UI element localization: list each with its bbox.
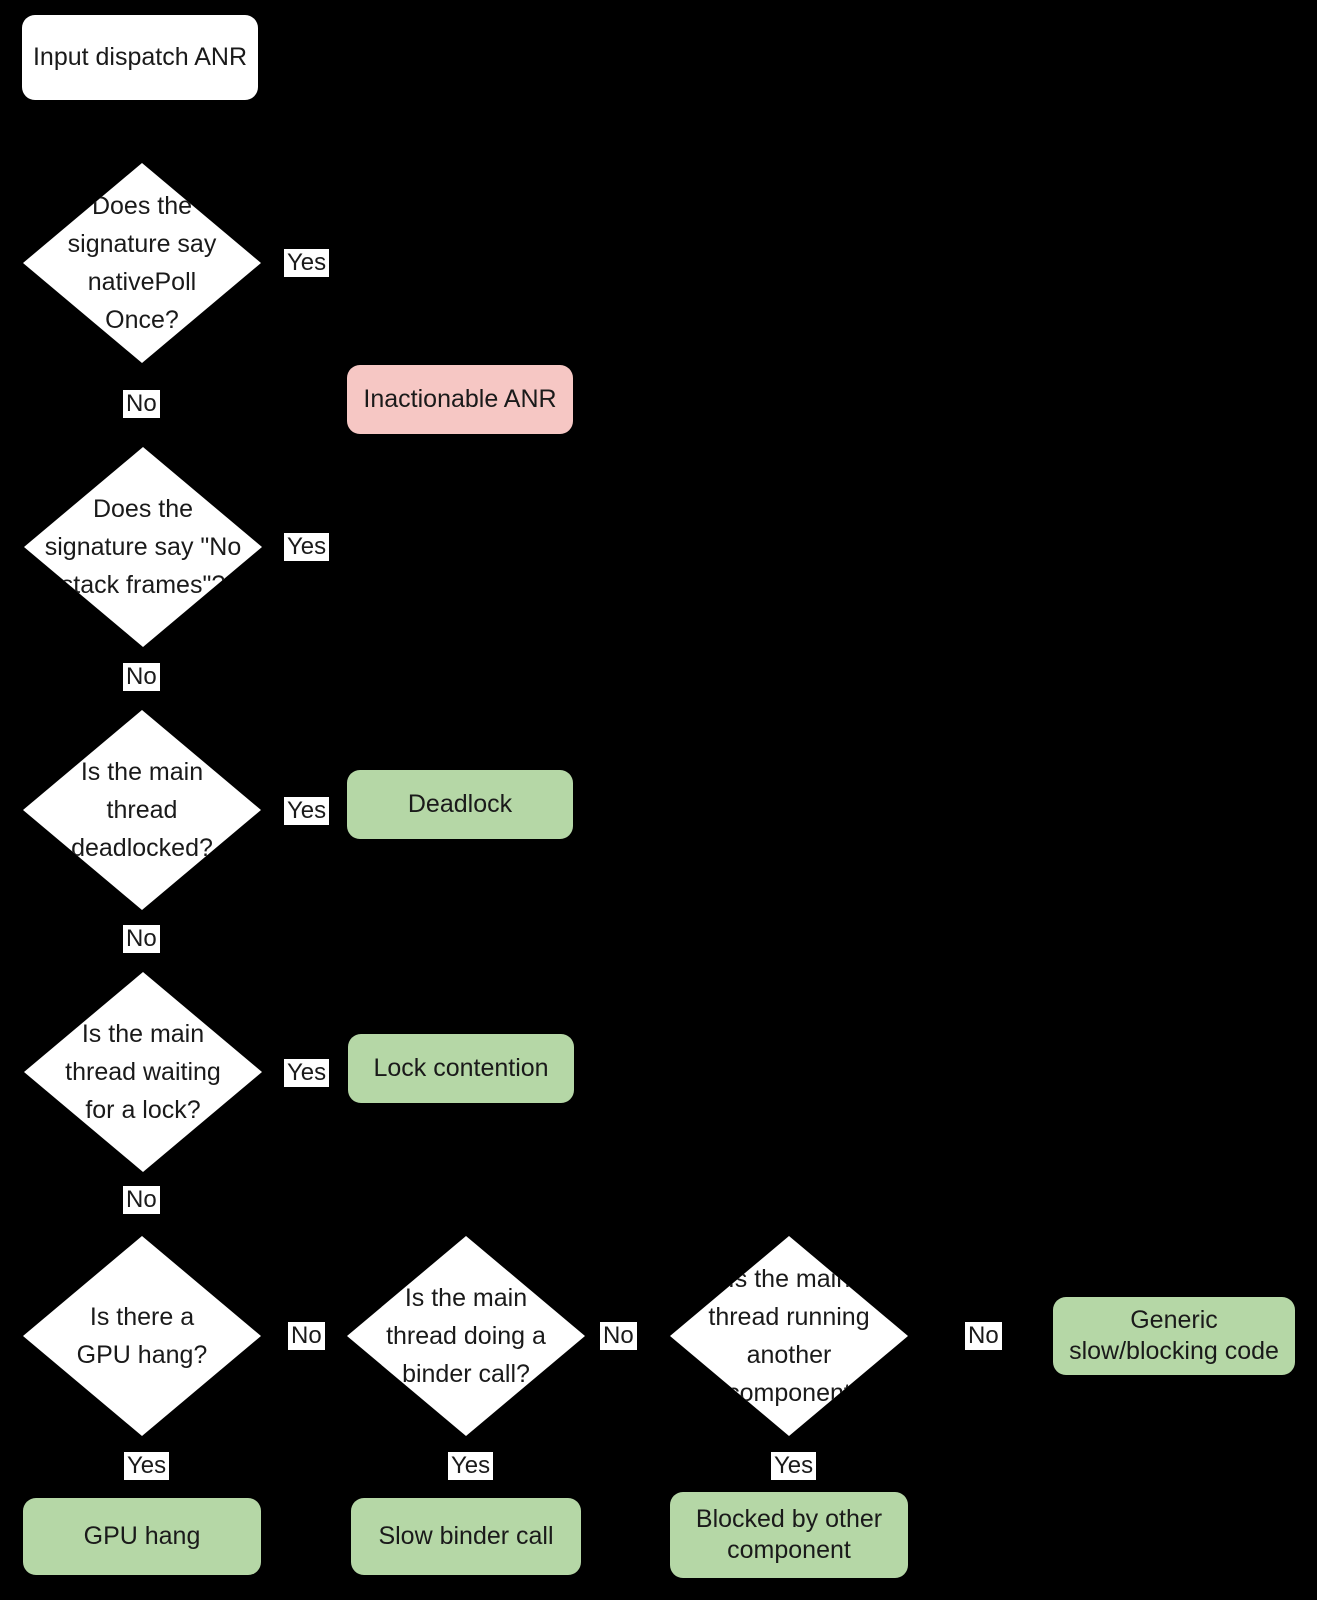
edge-label-yes-d5: Yes bbox=[124, 1452, 170, 1480]
edge-label-no-d7: No bbox=[965, 1322, 1002, 1350]
decision-signature-no-stack-frames: Does the signature say "No stack frames"… bbox=[24, 447, 262, 647]
edge-label-yes-d1: Yes bbox=[284, 249, 330, 277]
decision-main-thread-running-another-component: Is the main thread running another compo… bbox=[670, 1236, 908, 1436]
edge-label-yes-d4: Yes bbox=[284, 1059, 330, 1087]
edge-label-yes-d7: Yes bbox=[771, 1452, 817, 1480]
terminal-deadlock: Deadlock bbox=[347, 770, 573, 839]
terminal-gpu-hang: GPU hang bbox=[23, 1498, 261, 1575]
terminal-inactionable-anr: Inactionable ANR bbox=[347, 365, 573, 434]
edge-label-no-d2: No bbox=[123, 663, 160, 691]
terminal-generic-slow-blocking-code: Generic slow/blocking code bbox=[1053, 1297, 1295, 1375]
terminal-blocked-by-other-component: Blocked by other component bbox=[670, 1492, 908, 1578]
edge-label-no-d5: No bbox=[288, 1322, 325, 1350]
decision-signature-nativepollonce: Does the signature say nativePoll Once? bbox=[23, 163, 261, 363]
edge-label-no-d3: No bbox=[123, 925, 160, 953]
terminal-lock-contention: Lock contention bbox=[348, 1034, 574, 1103]
edge-label-yes-d6: Yes bbox=[448, 1452, 494, 1480]
edge-label-no-d4: No bbox=[123, 1186, 160, 1214]
edge-label-yes-d3: Yes bbox=[284, 797, 330, 825]
edge-label-yes-d2: Yes bbox=[284, 533, 330, 561]
decision-main-thread-waiting-for-lock: Is the main thread waiting for a lock? bbox=[24, 972, 262, 1172]
start-node-input-dispatch-anr: Input dispatch ANR bbox=[22, 15, 258, 100]
decision-main-thread-binder-call: Is the main thread doing a binder call? bbox=[347, 1236, 585, 1436]
terminal-slow-binder-call: Slow binder call bbox=[351, 1498, 581, 1575]
edge-label-no-d1: No bbox=[123, 390, 160, 418]
decision-gpu-hang: Is there a GPU hang? bbox=[23, 1236, 261, 1436]
edge-label-no-d6: No bbox=[600, 1322, 637, 1350]
decision-main-thread-deadlocked: Is the main thread deadlocked? bbox=[23, 710, 261, 910]
